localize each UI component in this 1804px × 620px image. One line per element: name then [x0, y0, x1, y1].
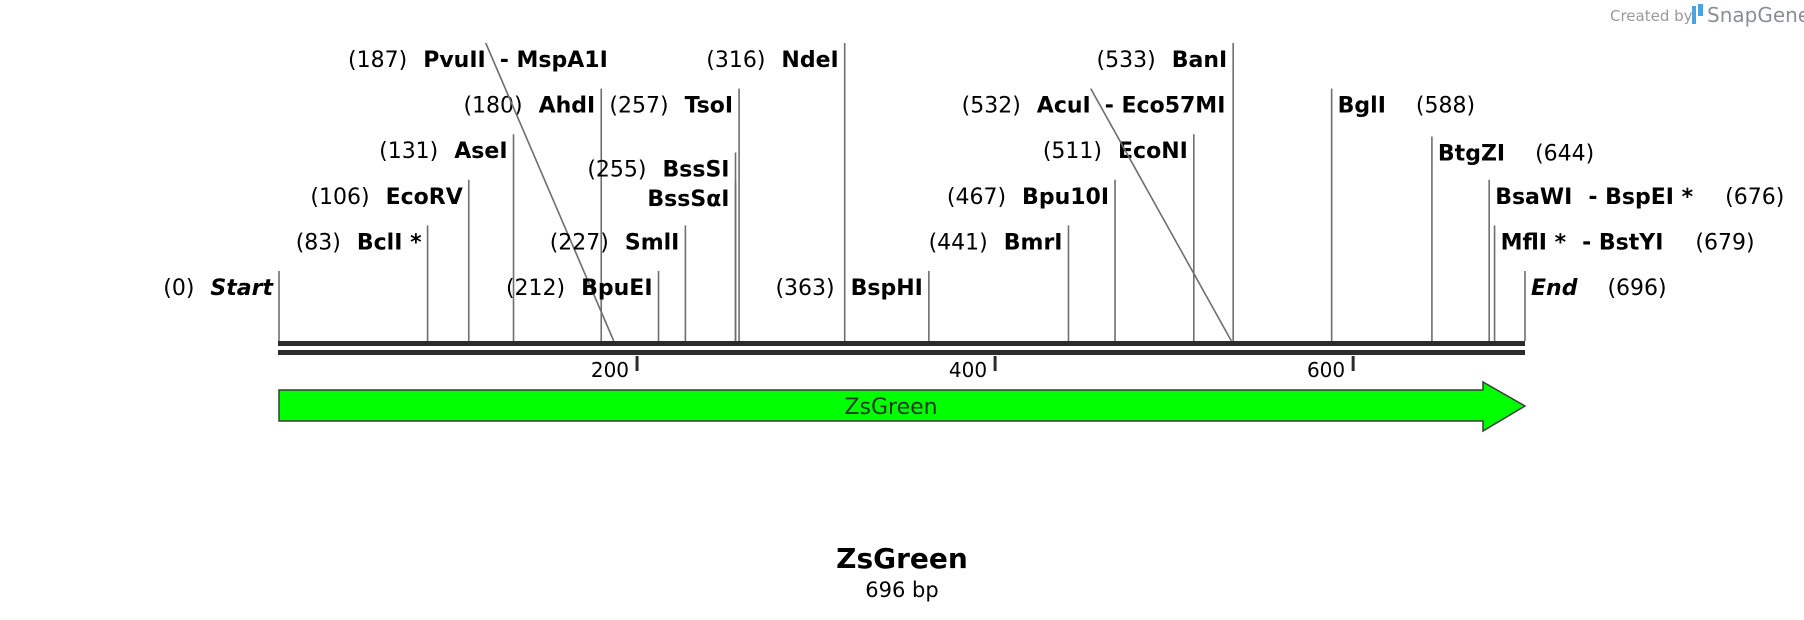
site-leader-line — [484, 42, 615, 342]
site-bgli[interactable]: BglI (588) — [1330, 88, 1475, 341]
restriction-sites: (0)Start(83)BclI *(106)EcoRV(131)AseI(18… — [163, 42, 1784, 342]
site-bpuei[interactable]: (212) BpuEI — [506, 271, 660, 341]
site-name: SmlI — [625, 230, 680, 255]
axis-tick-label: 200 — [591, 358, 629, 382]
site-position: (644) — [1535, 141, 1594, 166]
site-bsphi[interactable]: (363) BspHI — [775, 271, 930, 341]
site-name: BanI — [1172, 48, 1227, 73]
site-asei[interactable]: (131) AseI — [379, 134, 515, 341]
site-leader-line — [1090, 88, 1233, 342]
site-ecorv[interactable]: (106) EcoRV — [310, 179, 470, 341]
map-title: ZsGreen — [836, 542, 968, 575]
axis-ticks: 200 400 600 — [591, 356, 1355, 382]
site-name: TsoI — [685, 94, 733, 119]
site-position: (533) — [1097, 48, 1156, 73]
site-name: AcuI — [1037, 94, 1091, 119]
site-position: (255) — [587, 157, 646, 182]
site-name: BpuEI — [581, 276, 652, 301]
sequence-backbone — [278, 341, 1525, 355]
site-position: (588) — [1416, 94, 1475, 119]
site-name: Bpu10I — [1022, 185, 1109, 210]
site-position: (187) — [348, 48, 407, 73]
site-bsawi[interactable]: BsaWI - BspEI * (676) — [1488, 179, 1784, 341]
axis-tick-label: 400 — [949, 358, 987, 382]
site-position: (83) — [296, 230, 341, 255]
site-position: (180) — [463, 94, 522, 119]
site-name-secondary: - Eco57MI — [1105, 94, 1226, 119]
site-name: End — [1531, 276, 1578, 301]
site-name-secondary: - BstYI — [1582, 230, 1663, 255]
site-end[interactable]: End (696) — [1524, 271, 1667, 341]
site-pvuii[interactable]: (187) PvuII - MspA1I — [348, 42, 615, 342]
site-name: EcoRV — [386, 185, 463, 210]
site-position: (257) — [609, 94, 668, 119]
site-bani[interactable]: (533) BanI — [1097, 43, 1234, 341]
axis-tick-label: 600 — [1307, 358, 1345, 382]
site-position: (0) — [163, 276, 194, 301]
site-name: BssSI — [663, 157, 730, 182]
site-bmri[interactable]: (441) BmrI — [929, 225, 1070, 341]
site-name: AseI — [454, 139, 507, 164]
site-name: MflI * — [1501, 230, 1567, 255]
site-econi[interactable]: (511) EcoNI — [1043, 134, 1195, 341]
feature-zsgreen[interactable]: ZsGreen — [278, 380, 1527, 433]
site-position: (696) — [1607, 276, 1666, 301]
site-position: (441) — [929, 230, 988, 255]
site-position: (511) — [1043, 139, 1102, 164]
site-position: (212) — [506, 276, 565, 301]
site-name: AhdI — [539, 94, 596, 119]
site-ndei[interactable]: (316) NdeI — [706, 43, 846, 341]
site-name: PvuII — [423, 48, 486, 73]
site-name: BclI * — [357, 230, 422, 255]
site-position: (106) — [310, 185, 369, 210]
site-name: BtgZI — [1438, 141, 1505, 166]
site-position: (679) — [1695, 230, 1754, 255]
site-position: (532) — [962, 94, 1021, 119]
site-tsoi[interactable]: (257) TsoI — [609, 88, 740, 341]
snapgene-logo-icon — [1692, 4, 1703, 24]
site-acui[interactable]: (532) AcuI - Eco57MI — [962, 88, 1233, 342]
site-btgzi[interactable]: BtgZI (644) — [1431, 136, 1594, 341]
site-name-secondary: - MspA1I — [500, 48, 608, 73]
site-position: (363) — [775, 276, 834, 301]
site-position: (316) — [706, 48, 765, 73]
site-name: BglI — [1338, 94, 1386, 119]
site-name: NdeI — [781, 48, 838, 73]
site-name: Start — [210, 276, 274, 301]
site-bpu10i[interactable]: (467) Bpu10I — [947, 179, 1116, 341]
site-position: (131) — [379, 139, 438, 164]
site-name-secondary: - BspEI * — [1588, 185, 1693, 210]
site-position: (227) — [550, 230, 609, 255]
site-name: BsaWI — [1495, 185, 1572, 210]
site-name: BmrI — [1004, 230, 1063, 255]
site-position: (467) — [947, 185, 1006, 210]
site-bsssai[interactable]: BssSαI — [647, 182, 737, 341]
site-name: BssSαI — [647, 187, 729, 212]
site-position: (676) — [1725, 185, 1784, 210]
site-mfli[interactable]: MflI * - BstYI (679) — [1493, 225, 1755, 341]
site-bcli[interactable]: (83) BclI * — [296, 225, 429, 341]
feature-arrow[interactable] — [278, 380, 1527, 433]
site-smli[interactable]: (227) SmlI — [550, 225, 687, 341]
site-name: BspHI — [851, 276, 923, 301]
site-ahdi[interactable]: (180) AhdI — [463, 88, 603, 341]
credit-prefix: Created by — [1610, 7, 1693, 25]
feature-label: ZsGreen — [844, 395, 937, 420]
site-name: EcoNI — [1118, 139, 1188, 164]
map-subtitle: 696 bp — [865, 578, 938, 602]
credit-brand: SnapGene — [1707, 3, 1804, 27]
site-start[interactable]: (0) Start — [163, 271, 280, 341]
